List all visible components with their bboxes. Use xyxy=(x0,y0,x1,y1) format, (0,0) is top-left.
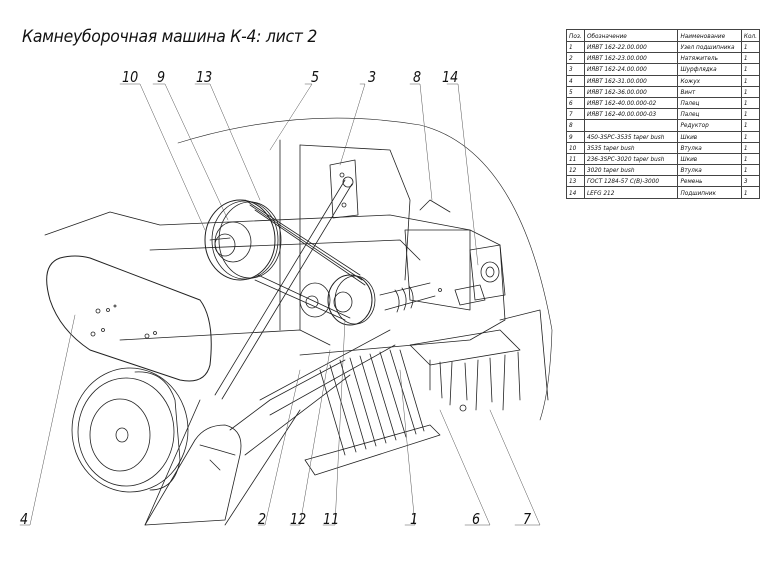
callout-5: 5 xyxy=(311,68,320,86)
small-pulley xyxy=(299,274,376,326)
cell-qty: 1 xyxy=(740,119,760,132)
cell-pos: 13 xyxy=(566,175,585,188)
callout-3: 3 xyxy=(368,68,377,86)
cell-pos: 2 xyxy=(566,52,585,65)
belt-guard-cover xyxy=(46,255,212,382)
callout-6: 6 xyxy=(472,510,481,528)
cutaway-arc xyxy=(177,117,553,421)
cell-qty: 1 xyxy=(740,74,760,87)
discharge-chute xyxy=(144,359,351,526)
cell-name: Подшипник xyxy=(677,186,742,199)
cell-designation: 236-3SPC-3020 taper bush xyxy=(583,152,679,166)
grating-conveyor xyxy=(304,349,441,476)
cell-qty: 1 xyxy=(740,96,760,110)
callout-2: 2 xyxy=(258,510,267,528)
callout-11: 11 xyxy=(323,510,340,528)
callout-10: 10 xyxy=(122,68,139,86)
v-belts xyxy=(244,199,366,321)
cell-name: Шкив xyxy=(677,130,742,143)
callout-1: 1 xyxy=(410,510,419,528)
drawing-title: Камнеуборочная машина К-4: лист 2 xyxy=(22,27,318,47)
callout-8: 8 xyxy=(413,68,422,86)
callout-9: 9 xyxy=(157,68,166,86)
cell-qty: 1 xyxy=(740,130,760,143)
tensioner-screw xyxy=(214,176,354,400)
cell-qty: 1 xyxy=(740,40,760,54)
large-pulley xyxy=(204,199,282,281)
cell-qty: 1 xyxy=(740,164,760,177)
bearing-unit xyxy=(469,244,506,301)
cell-qty: 1 xyxy=(740,186,760,199)
cell-pos: 12 xyxy=(566,164,585,177)
cell-pos: 14 xyxy=(566,186,585,199)
cell-pos: 9 xyxy=(566,130,585,143)
callout-12: 12 xyxy=(290,510,307,528)
cell-name: Втулка xyxy=(677,164,742,177)
cell-pos: 10 xyxy=(566,141,585,154)
callout-4: 4 xyxy=(20,510,29,528)
cell-qty: 1 xyxy=(740,152,760,166)
callout-14: 14 xyxy=(442,68,459,86)
bracket-plate xyxy=(329,159,359,219)
drive-shaft xyxy=(259,282,436,416)
gearbox xyxy=(404,199,486,311)
cell-pos: 11 xyxy=(566,152,585,166)
cell-designation: 450-3SPC-3535 taper bush xyxy=(583,130,679,143)
cell-qty: 1 xyxy=(740,141,760,154)
frame-outline xyxy=(44,139,506,356)
callout-13: 13 xyxy=(196,68,213,86)
cell-pos: 3 xyxy=(566,63,585,76)
wheel xyxy=(71,367,189,493)
cell-designation: ГОСТ 1284-57 С(В)-3000 xyxy=(583,175,679,188)
callout-7: 7 xyxy=(523,510,532,528)
rotor-tines xyxy=(409,309,549,412)
leader-lines xyxy=(19,83,541,526)
cell-designation: LEFG 212 xyxy=(583,186,679,199)
cell-qty: 3 xyxy=(740,175,760,188)
cell-pos: 8 xyxy=(566,119,585,132)
